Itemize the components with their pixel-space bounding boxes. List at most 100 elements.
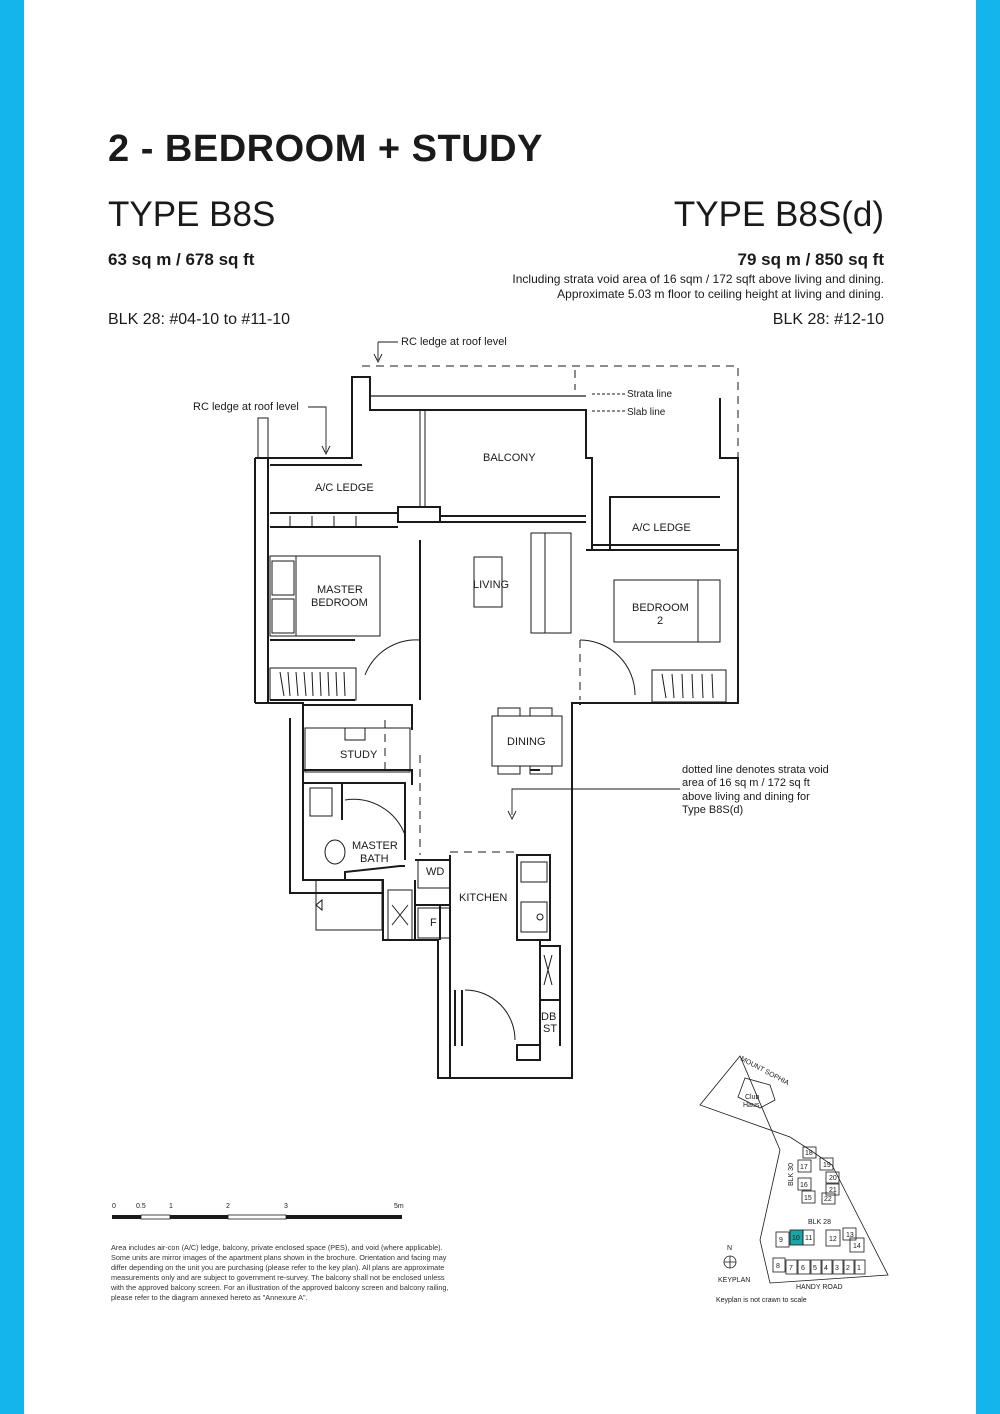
- bedroom2-wardrobe: [651, 669, 727, 703]
- bedroom2-label-line2: 2: [657, 615, 663, 627]
- north-label: N: [727, 1245, 732, 1252]
- kitchen-label: KITCHEN: [459, 892, 507, 904]
- scale-bar: 0 0.5 1 2 3 5m: [112, 1203, 404, 1220]
- keyplan-unit-4: 4: [824, 1265, 828, 1272]
- scale-tick-1: 1: [169, 1203, 173, 1210]
- disclaimer-line: with the approved balcony screen. For an…: [111, 1283, 449, 1292]
- rc-ledge-left-label: RC ledge at roof level: [193, 401, 299, 413]
- unit-type-right: TYPE B8S(d): [673, 195, 884, 234]
- db-label: DB: [541, 1011, 556, 1023]
- ceiling-height-note: Approximate 5.03 m floor to ceiling heig…: [557, 287, 884, 301]
- living-table: [473, 556, 503, 608]
- keyplan-unit-20: 20: [829, 1175, 837, 1182]
- fridge: [417, 907, 451, 939]
- unit-type-left: TYPE B8S: [108, 195, 276, 234]
- study-label: STUDY: [340, 749, 378, 761]
- disclaimer: Area includes air-con (A/C) ledge, balco…: [111, 1243, 531, 1303]
- keyplan-unit-21: 21: [829, 1187, 837, 1194]
- keyplan-unit-11: 11: [805, 1235, 812, 1242]
- keyplan-unit-6: 6: [801, 1265, 805, 1272]
- area-right: 79 sq m / 850 sq ft: [737, 250, 884, 269]
- kitchen-sink: [520, 901, 548, 933]
- keyplan-unit-18: 18: [805, 1150, 813, 1157]
- disclaimer-line: Some units are mirror images of the apar…: [111, 1253, 447, 1262]
- ac-ledge-right-label: A/C LEDGE: [632, 522, 691, 534]
- sofa: [530, 532, 572, 634]
- keyplan-unit-22: 22: [824, 1196, 832, 1203]
- wd-label: WD: [426, 866, 444, 878]
- scale-tick-0: 0: [112, 1203, 116, 1210]
- keyplan-unit-17: 17: [800, 1164, 808, 1171]
- keyplan-road-bottom: HANDY ROAD: [796, 1284, 843, 1291]
- master-bedroom-label-line1: MASTER: [317, 584, 363, 596]
- keyplan-unit-16: 16: [800, 1182, 808, 1189]
- master-bedroom-label-line2: BEDROOM: [311, 597, 368, 609]
- wash-basin: [309, 787, 333, 817]
- right-accent-bar: [976, 0, 1000, 1414]
- bedroom2-label-line1: BEDROOM: [632, 602, 689, 614]
- area-left: 63 sq m / 678 sq ft: [108, 250, 255, 269]
- keyplan-unit-15: 15: [804, 1195, 812, 1202]
- block-units-right: BLK 28: #12-10: [772, 311, 884, 328]
- disclaimer-line: measurements only and are subject to gov…: [111, 1273, 445, 1282]
- keyplan-unit-14: 14: [853, 1243, 861, 1250]
- scale-tick-3: 3: [284, 1203, 288, 1210]
- strata-line-label: Strata line: [627, 389, 672, 400]
- dining-table: [491, 715, 563, 767]
- living-label: LIVING: [473, 579, 509, 591]
- keyplan-unit-10: 10: [792, 1235, 800, 1242]
- keyplan: [699, 1055, 889, 1284]
- ac-ledge-left-label: A/C LEDGE: [315, 482, 374, 494]
- keyplan-unit-2: 2: [846, 1265, 850, 1272]
- master-wardrobe: [269, 667, 357, 701]
- washer-dryer: [417, 859, 451, 889]
- rc-ledge-left-shape: [257, 417, 269, 459]
- void-note-line4: Type B8S(d): [682, 804, 743, 816]
- keyplan-unit-1: 1: [857, 1265, 861, 1272]
- void-note-line1: dotted line denotes strata void: [682, 764, 829, 776]
- dining-label: DINING: [507, 736, 546, 748]
- st-label: ST: [543, 1023, 557, 1035]
- strata-void-dashed-outline: [362, 365, 739, 855]
- disclaimer-line: please refer to the diagram annexed here…: [111, 1293, 308, 1302]
- shower-area: [315, 879, 383, 931]
- scale-tick-0-5: 0.5: [136, 1203, 146, 1210]
- keyplan-blk30: BLK 30: [788, 1163, 795, 1186]
- keyplan-label: KEYPLAN: [718, 1277, 750, 1284]
- keyplan-blk28: BLK 28: [808, 1219, 831, 1226]
- void-note-line2: area of 16 sq m / 172 sq ft: [682, 777, 810, 789]
- keyplan-clubhouse: [737, 1077, 776, 1109]
- left-accent-bar: [0, 0, 24, 1414]
- rc-ledge-top-label: RC ledge at roof level: [401, 336, 507, 348]
- keyplan-site-boundary: [699, 1055, 889, 1284]
- strata-void-note: Including strata void area of 16 sqm / 1…: [512, 272, 884, 286]
- keyplan-unit-3: 3: [835, 1265, 839, 1272]
- keyplan-unit-8: 8: [776, 1263, 780, 1270]
- master-bath-label-line2: BATH: [360, 853, 389, 865]
- keyplan-unit-13: 13: [846, 1232, 854, 1239]
- master-bed: [269, 555, 381, 637]
- keyplan-unit-19: 19: [823, 1162, 831, 1169]
- scale-tick-2: 2: [226, 1203, 230, 1210]
- disclaimer-line: Area includes air-con (A/C) ledge, balco…: [111, 1243, 443, 1252]
- balcony-label: BALCONY: [483, 452, 536, 464]
- keyplan-unit-9: 9: [779, 1237, 783, 1244]
- toilet: [324, 839, 346, 865]
- keyplan-unit-7: 7: [789, 1265, 793, 1272]
- fridge-label: F: [430, 917, 437, 929]
- slab-line-label: Slab line: [627, 407, 666, 418]
- furniture: [269, 516, 727, 1041]
- keyplan-unit-12: 12: [829, 1236, 837, 1243]
- keyplan-scale-note: Keyplan is not crawn to scale: [716, 1297, 807, 1304]
- page-title: 2 - BEDROOM + STUDY: [108, 128, 543, 170]
- master-bath-label-line1: MASTER: [352, 840, 398, 852]
- keyplan-club-line2: Haus: [743, 1102, 760, 1109]
- keyplan-unit-5: 5: [813, 1265, 817, 1272]
- leader-lines: [308, 341, 680, 821]
- scale-tick-5m: 5m: [394, 1203, 404, 1210]
- hob: [520, 861, 548, 883]
- disclaimer-line: differ depending on the unit you are pur…: [111, 1263, 445, 1272]
- block-units-left: BLK 28: #04-10 to #11-10: [108, 311, 291, 328]
- void-note-line3: above living and dining for: [682, 791, 810, 803]
